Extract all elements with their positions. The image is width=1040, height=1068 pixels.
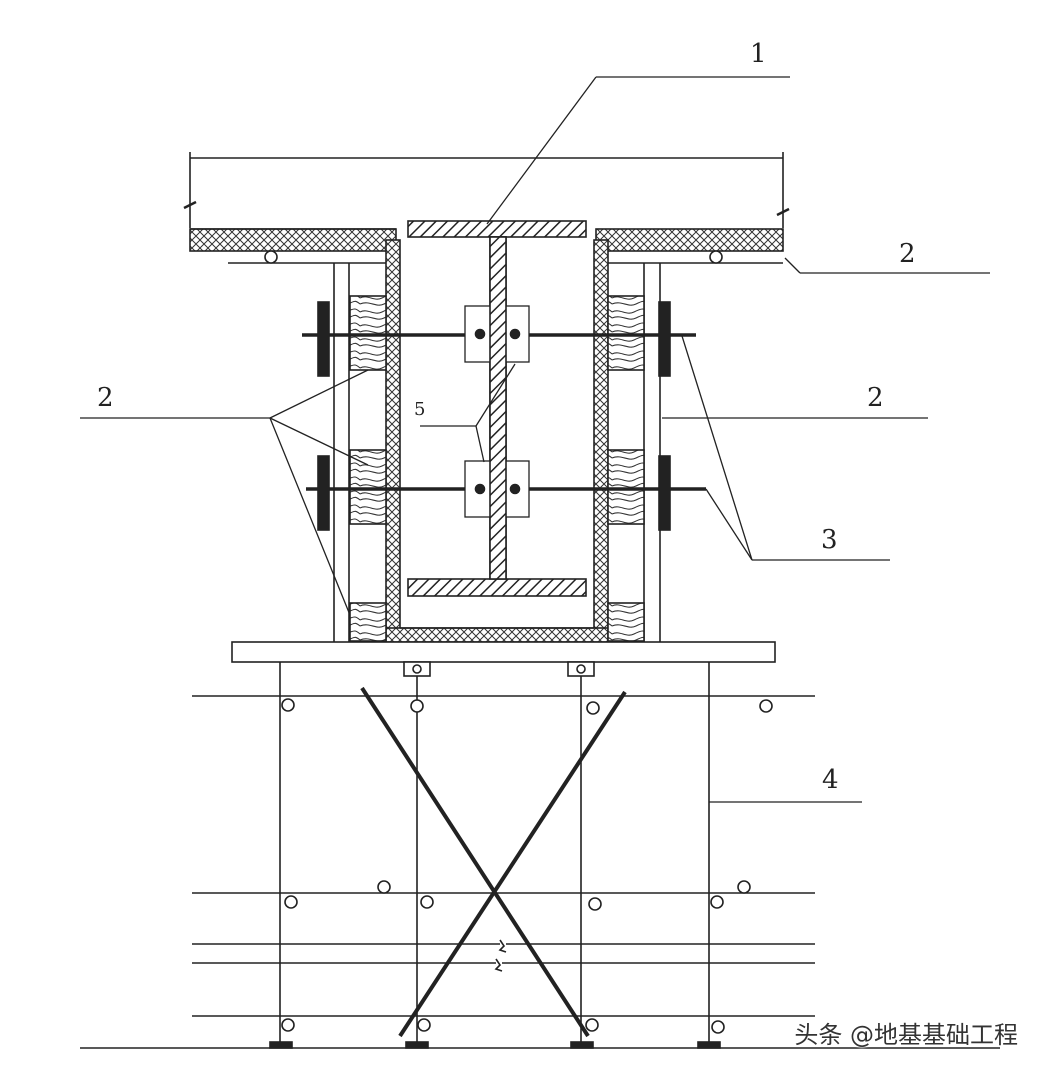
base-plank <box>231 641 776 663</box>
beam-web <box>489 236 507 580</box>
label-1: 1 <box>750 39 767 69</box>
scaffold-base-plates <box>269 1041 721 1049</box>
watermark-text: 头条 @地基基础工程 <box>794 1021 1018 1049</box>
dimension-line <box>183 152 790 228</box>
label-2-top-right: 2 <box>899 239 916 269</box>
label-2-right: 2 <box>867 383 884 413</box>
slab-formwork-right <box>595 228 784 264</box>
slab-formwork-left <box>189 228 397 264</box>
label-3: 3 <box>821 525 838 555</box>
scaffold-uprights <box>279 662 710 1046</box>
scaffold-cross-braces <box>360 686 627 1038</box>
label-2-left: 2 <box>97 383 114 413</box>
jack-heads <box>403 661 595 677</box>
label-4: 4 <box>822 765 839 795</box>
leader-lines <box>80 76 990 803</box>
vertical-studs-right <box>607 263 661 642</box>
vertical-studs-left <box>333 263 387 642</box>
label-5: 5 <box>414 399 425 420</box>
scaffold-ledgers <box>192 695 815 1017</box>
scaffold-couplers <box>281 698 773 1034</box>
